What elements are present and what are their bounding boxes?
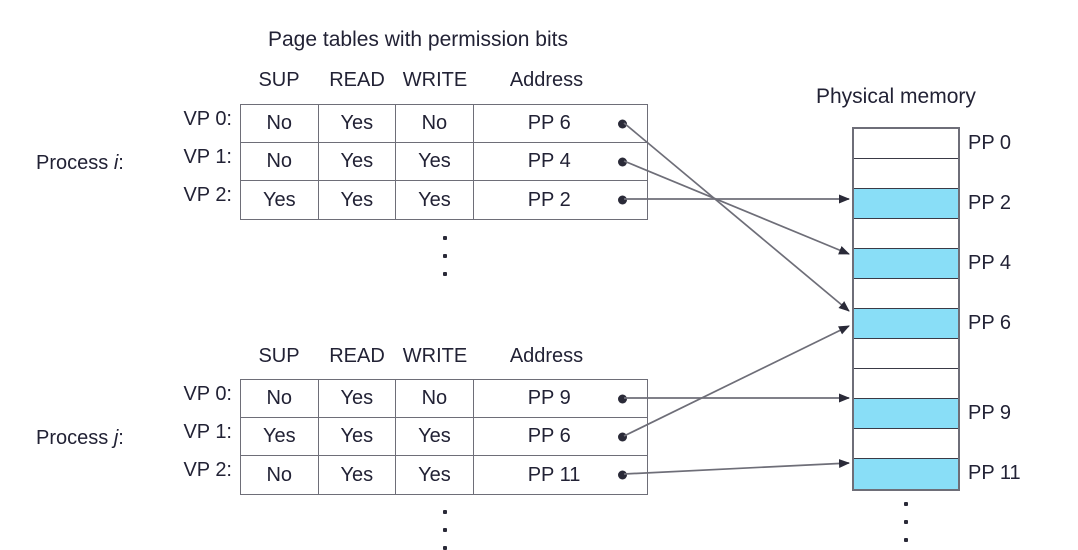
table0-cell-sup-2: Yes — [241, 181, 319, 219]
process-label-j: Process j: — [36, 427, 124, 450]
address-dot-icon — [618, 195, 627, 205]
table0-vp-label-1: VP 1: — [183, 146, 232, 168]
table0-cell-address-1: PP 4 — [474, 143, 647, 180]
figure-title: Page tables with permission bits — [268, 28, 568, 51]
table0-cell-address-2: PP 2 — [474, 181, 647, 219]
memory-row-4[interactable] — [854, 249, 958, 279]
memory-row-3[interactable] — [854, 219, 958, 249]
table1-cell-write-2: Yes — [396, 456, 474, 494]
table1-cell-sup-2: No — [241, 456, 319, 494]
physical-memory-label-pp6: PP 6 — [968, 312, 1011, 334]
process-label-i-suffix: : — [118, 152, 124, 174]
physical-memory-continuation-ellipsis-icon — [904, 502, 908, 542]
arrow-pi-vp0-to-pp6 — [623, 122, 850, 312]
table1-cell-read-1: Yes — [319, 418, 397, 455]
process-label-i-var: i — [113, 152, 119, 174]
table0-address-text-0: PP 6 — [527, 112, 571, 134]
memory-row-9[interactable] — [854, 399, 958, 429]
table1-vp-label-1: VP 1: — [183, 421, 232, 443]
physical-memory-frame — [852, 127, 960, 491]
table0-cell-write-2: Yes — [396, 181, 474, 219]
table-row[interactable]: Yes Yes Yes PP 6 — [241, 418, 647, 456]
table-row[interactable]: No Yes No PP 6 — [241, 105, 647, 143]
memory-row-7[interactable] — [854, 339, 958, 369]
table0-address-text-1: PP 4 — [527, 150, 571, 172]
table1-cell-write-0: No — [396, 380, 474, 417]
table0-cell-write-1: Yes — [396, 143, 474, 180]
table1-cell-sup-0: No — [241, 380, 319, 417]
table0-header-address: Address — [509, 69, 584, 91]
table1-cell-address-0: PP 9 — [474, 380, 647, 417]
table0-cell-read-2: Yes — [319, 181, 397, 219]
physical-memory-label-pp4: PP 4 — [968, 252, 1011, 274]
page-table-process-j: No Yes No PP 9 Yes Yes Yes PP 6 No Yes Y… — [240, 379, 648, 495]
table0-cell-read-1: Yes — [319, 143, 397, 180]
table1-address-text-0: PP 9 — [527, 387, 571, 409]
physical-memory-label-pp9: PP 9 — [968, 402, 1011, 424]
memory-row-8[interactable] — [854, 369, 958, 399]
table1-cell-read-0: Yes — [319, 380, 397, 417]
memory-row-0[interactable] — [854, 129, 958, 159]
table0-continuation-ellipsis-icon — [443, 236, 447, 276]
arrow-pi-vp1-to-pp4 — [623, 160, 850, 255]
table0-vp-label-2: VP 2: — [183, 184, 232, 206]
process-label-j-prefix: Process — [36, 427, 114, 449]
table1-address-text-1: PP 6 — [527, 425, 571, 447]
physical-memory-label-pp2: PP 2 — [968, 192, 1011, 214]
table1-header-address: Address — [509, 345, 584, 367]
physical-memory-label-pp11: PP 11 — [968, 462, 1021, 484]
table1-vp-label-2: VP 2: — [183, 459, 232, 481]
table1-address-text-2: PP 11 — [527, 463, 581, 486]
table0-header-write: WRITE — [402, 69, 468, 91]
table0-cell-write-0: No — [396, 105, 474, 142]
memory-row-10[interactable] — [854, 429, 958, 459]
table1-vp-label-0: VP 0: — [183, 383, 232, 405]
table0-address-text-2: PP 2 — [527, 188, 571, 211]
address-dot-icon — [618, 470, 627, 480]
table0-vp-label-0: VP 0: — [183, 108, 232, 130]
memory-row-6[interactable] — [854, 309, 958, 339]
table0-cell-sup-1: No — [241, 143, 319, 180]
process-label-i: Process i: — [36, 152, 124, 175]
memory-row-2[interactable] — [854, 189, 958, 219]
table0-header-sup: SUP — [258, 69, 300, 91]
table1-cell-address-2: PP 11 — [474, 456, 647, 494]
table-row[interactable]: No Yes No PP 9 — [241, 380, 647, 418]
process-label-j-var: j — [113, 427, 119, 449]
arrow-pj-vp1-to-pp6 — [623, 325, 850, 437]
process-label-i-prefix: Process — [36, 152, 114, 174]
table0-cell-address-0: PP 6 — [474, 105, 647, 142]
physical-memory-title: Physical memory — [816, 85, 976, 108]
process-label-j-suffix: : — [118, 427, 124, 449]
page-table-process-i: No Yes No PP 6 No Yes Yes PP 4 Yes Yes Y… — [240, 104, 648, 220]
table1-cell-address-1: PP 6 — [474, 418, 647, 455]
address-dot-icon — [618, 157, 627, 166]
table0-cell-sup-0: No — [241, 105, 319, 142]
memory-row-1[interactable] — [854, 159, 958, 189]
table1-header-read: READ — [329, 345, 385, 367]
table0-cell-read-0: Yes — [319, 105, 397, 142]
table1-cell-sup-1: Yes — [241, 418, 319, 455]
table-row[interactable]: No Yes Yes PP 11 — [241, 456, 647, 494]
table0-header-read: READ — [329, 69, 385, 91]
memory-row-11[interactable] — [854, 459, 958, 489]
table1-header-sup: SUP — [258, 345, 300, 367]
table1-cell-read-2: Yes — [319, 456, 397, 494]
address-dot-icon — [618, 119, 627, 128]
table-row[interactable]: Yes Yes Yes PP 2 — [241, 181, 647, 219]
physical-memory-label-pp0: PP 0 — [968, 132, 1011, 154]
table1-header-write: WRITE — [402, 345, 468, 367]
memory-row-5[interactable] — [854, 279, 958, 309]
table1-continuation-ellipsis-icon — [443, 510, 447, 550]
address-dot-icon — [618, 432, 627, 441]
table1-cell-write-1: Yes — [396, 418, 474, 455]
table-row[interactable]: No Yes Yes PP 4 — [241, 143, 647, 181]
address-dot-icon — [618, 394, 627, 403]
arrow-pj-vp2-to-pp11 — [623, 458, 850, 475]
